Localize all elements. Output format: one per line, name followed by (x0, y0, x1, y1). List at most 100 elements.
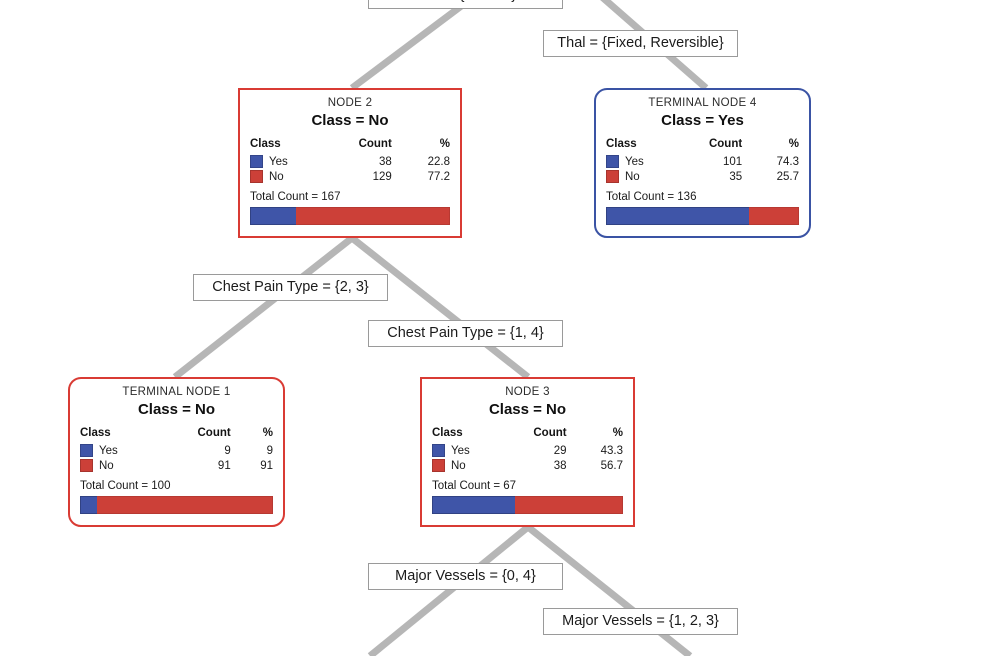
node-class-label: Class = No (311, 112, 389, 129)
class-name-label: No (99, 459, 114, 472)
split-label-mv-1-2-3[interactable]: Major Vessels = {1, 2, 3} (543, 608, 738, 635)
percent-cell: 43.3 (600, 444, 623, 457)
node-id-label: TERMINAL NODE 1 (122, 386, 231, 398)
legend-swatch-yes-icon (606, 155, 619, 168)
class-name-cell: Yes (606, 154, 671, 169)
class-proportion-bar (432, 496, 623, 514)
legend-swatch-yes-icon (250, 155, 263, 168)
total-count-label: Total Count = 167 (250, 191, 341, 203)
percent-cell: 91 (260, 459, 273, 472)
column-header-pct: % (612, 427, 623, 439)
legend-swatch-yes-icon (80, 444, 93, 457)
proportion-bar-segment-yes (432, 496, 515, 514)
proportion-bar-segment-yes (250, 207, 296, 225)
count-cell: 35 (729, 170, 743, 183)
table-row: No 129 77.2 (250, 169, 450, 184)
class-name-cell: Yes (250, 154, 318, 169)
count-cell: 9 (224, 444, 231, 457)
class-name-label: Yes (99, 444, 118, 457)
edge-node3-right (525, 524, 693, 656)
total-count-label: Total Count = 136 (606, 191, 697, 203)
legend-swatch-no-icon (432, 459, 445, 472)
column-header-count: Count (358, 138, 392, 150)
column-header-count: Count (197, 427, 231, 439)
legend-swatch-no-icon (606, 170, 619, 183)
column-header-count: Count (708, 138, 743, 150)
split-label-thal-fixed-rev[interactable]: Thal = {Fixed, Reversible} (543, 30, 738, 57)
table-row: No 91 91 (80, 458, 273, 473)
legend-swatch-yes-icon (432, 444, 445, 457)
split-label-mv-0-4[interactable]: Major Vessels = {0, 4} (368, 563, 563, 590)
class-name-label: Yes (269, 155, 288, 168)
class-name-label: No (451, 459, 466, 472)
class-name-label: Yes (451, 444, 470, 457)
column-header-pct: % (788, 138, 799, 150)
node-class-label: Class = No (137, 401, 216, 418)
tree-node-terminal-node-1[interactable]: TERMINAL NODE 1 Class = No Class Count% Yes 9… (68, 377, 285, 527)
count-cell: 129 (372, 170, 392, 183)
proportion-bar-segment-no (514, 496, 623, 514)
class-name-cell: Yes (432, 443, 497, 458)
total-count-label: Total Count = 67 (432, 480, 517, 492)
node-id-label: TERMINAL NODE 4 (648, 97, 757, 109)
column-header-class: Class (250, 138, 281, 150)
class-name-label: No (625, 170, 640, 183)
class-name-cell: No (432, 458, 497, 473)
class-proportion-bar (606, 207, 799, 225)
percent-cell: 25.7 (776, 170, 799, 183)
proportion-bar-segment-no (295, 207, 450, 225)
percent-cell: 22.8 (427, 155, 450, 168)
count-cell: 29 (553, 444, 567, 457)
node-id-label: NODE 2 (327, 97, 373, 109)
class-name-cell: No (80, 458, 152, 473)
legend-swatch-no-icon (80, 459, 93, 472)
split-label-cpt-2-3[interactable]: Chest Pain Type = {2, 3} (193, 274, 388, 301)
proportion-bar-segment-yes (606, 207, 750, 225)
proportion-bar-segment-no (749, 207, 799, 225)
split-label-thal-normal[interactable]: Thal = {Normal} (368, 0, 563, 9)
legend-swatch-no-icon (250, 170, 263, 183)
count-cell: 38 (378, 155, 392, 168)
column-header-class: Class (80, 427, 111, 439)
count-cell: 101 (723, 155, 743, 168)
percent-cell: 74.3 (776, 155, 799, 168)
node-class-label: Class = No (488, 401, 567, 418)
table-header-row: Class Count% (432, 427, 623, 443)
class-name-cell: No (250, 169, 318, 184)
table-row: Yes 101 74.3 (606, 154, 799, 169)
class-proportion-bar (250, 207, 450, 225)
table-header-row: Class Count% (606, 138, 799, 154)
table-row: Yes 29 43.3 (432, 443, 623, 458)
count-cell: 91 (217, 459, 231, 472)
class-proportion-bar (80, 496, 273, 514)
percent-cell: 56.7 (600, 459, 623, 472)
class-name-label: Yes (625, 155, 644, 168)
class-name-cell: No (606, 169, 671, 184)
edge-node3-left (367, 524, 531, 656)
table-row: No 35 25.7 (606, 169, 799, 184)
column-header-class: Class (432, 427, 463, 439)
column-header-pct: % (262, 427, 273, 439)
column-header-count: Count (533, 427, 567, 439)
column-header-class: Class (606, 138, 637, 150)
class-name-cell: Yes (80, 443, 152, 458)
table-row: No 38 56.7 (432, 458, 623, 473)
edge-node2-to-node3 (349, 235, 531, 380)
class-name-label: No (269, 170, 284, 183)
table-header-row: Class Count% (80, 427, 273, 443)
node-id-label: NODE 3 (505, 386, 550, 398)
count-cell: 38 (553, 459, 567, 472)
split-label-cpt-1-4[interactable]: Chest Pain Type = {1, 4} (368, 320, 563, 347)
total-count-label: Total Count = 100 (80, 480, 171, 492)
percent-cell: 77.2 (427, 170, 450, 183)
proportion-bar-segment-yes (80, 496, 98, 514)
proportion-bar-segment-no (97, 496, 273, 514)
